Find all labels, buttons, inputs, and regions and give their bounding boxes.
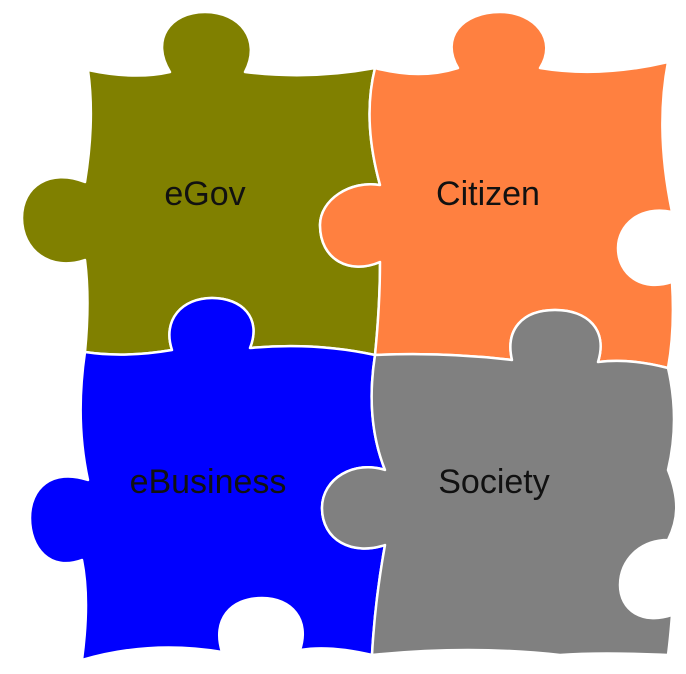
label-egov: eGov [164, 175, 245, 213]
label-society: Society [438, 463, 550, 501]
piece-society [320, 308, 678, 657]
piece-citizen [318, 10, 675, 370]
label-ebusiness: eBusiness [130, 463, 287, 501]
label-citizen: Citizen [436, 175, 540, 213]
